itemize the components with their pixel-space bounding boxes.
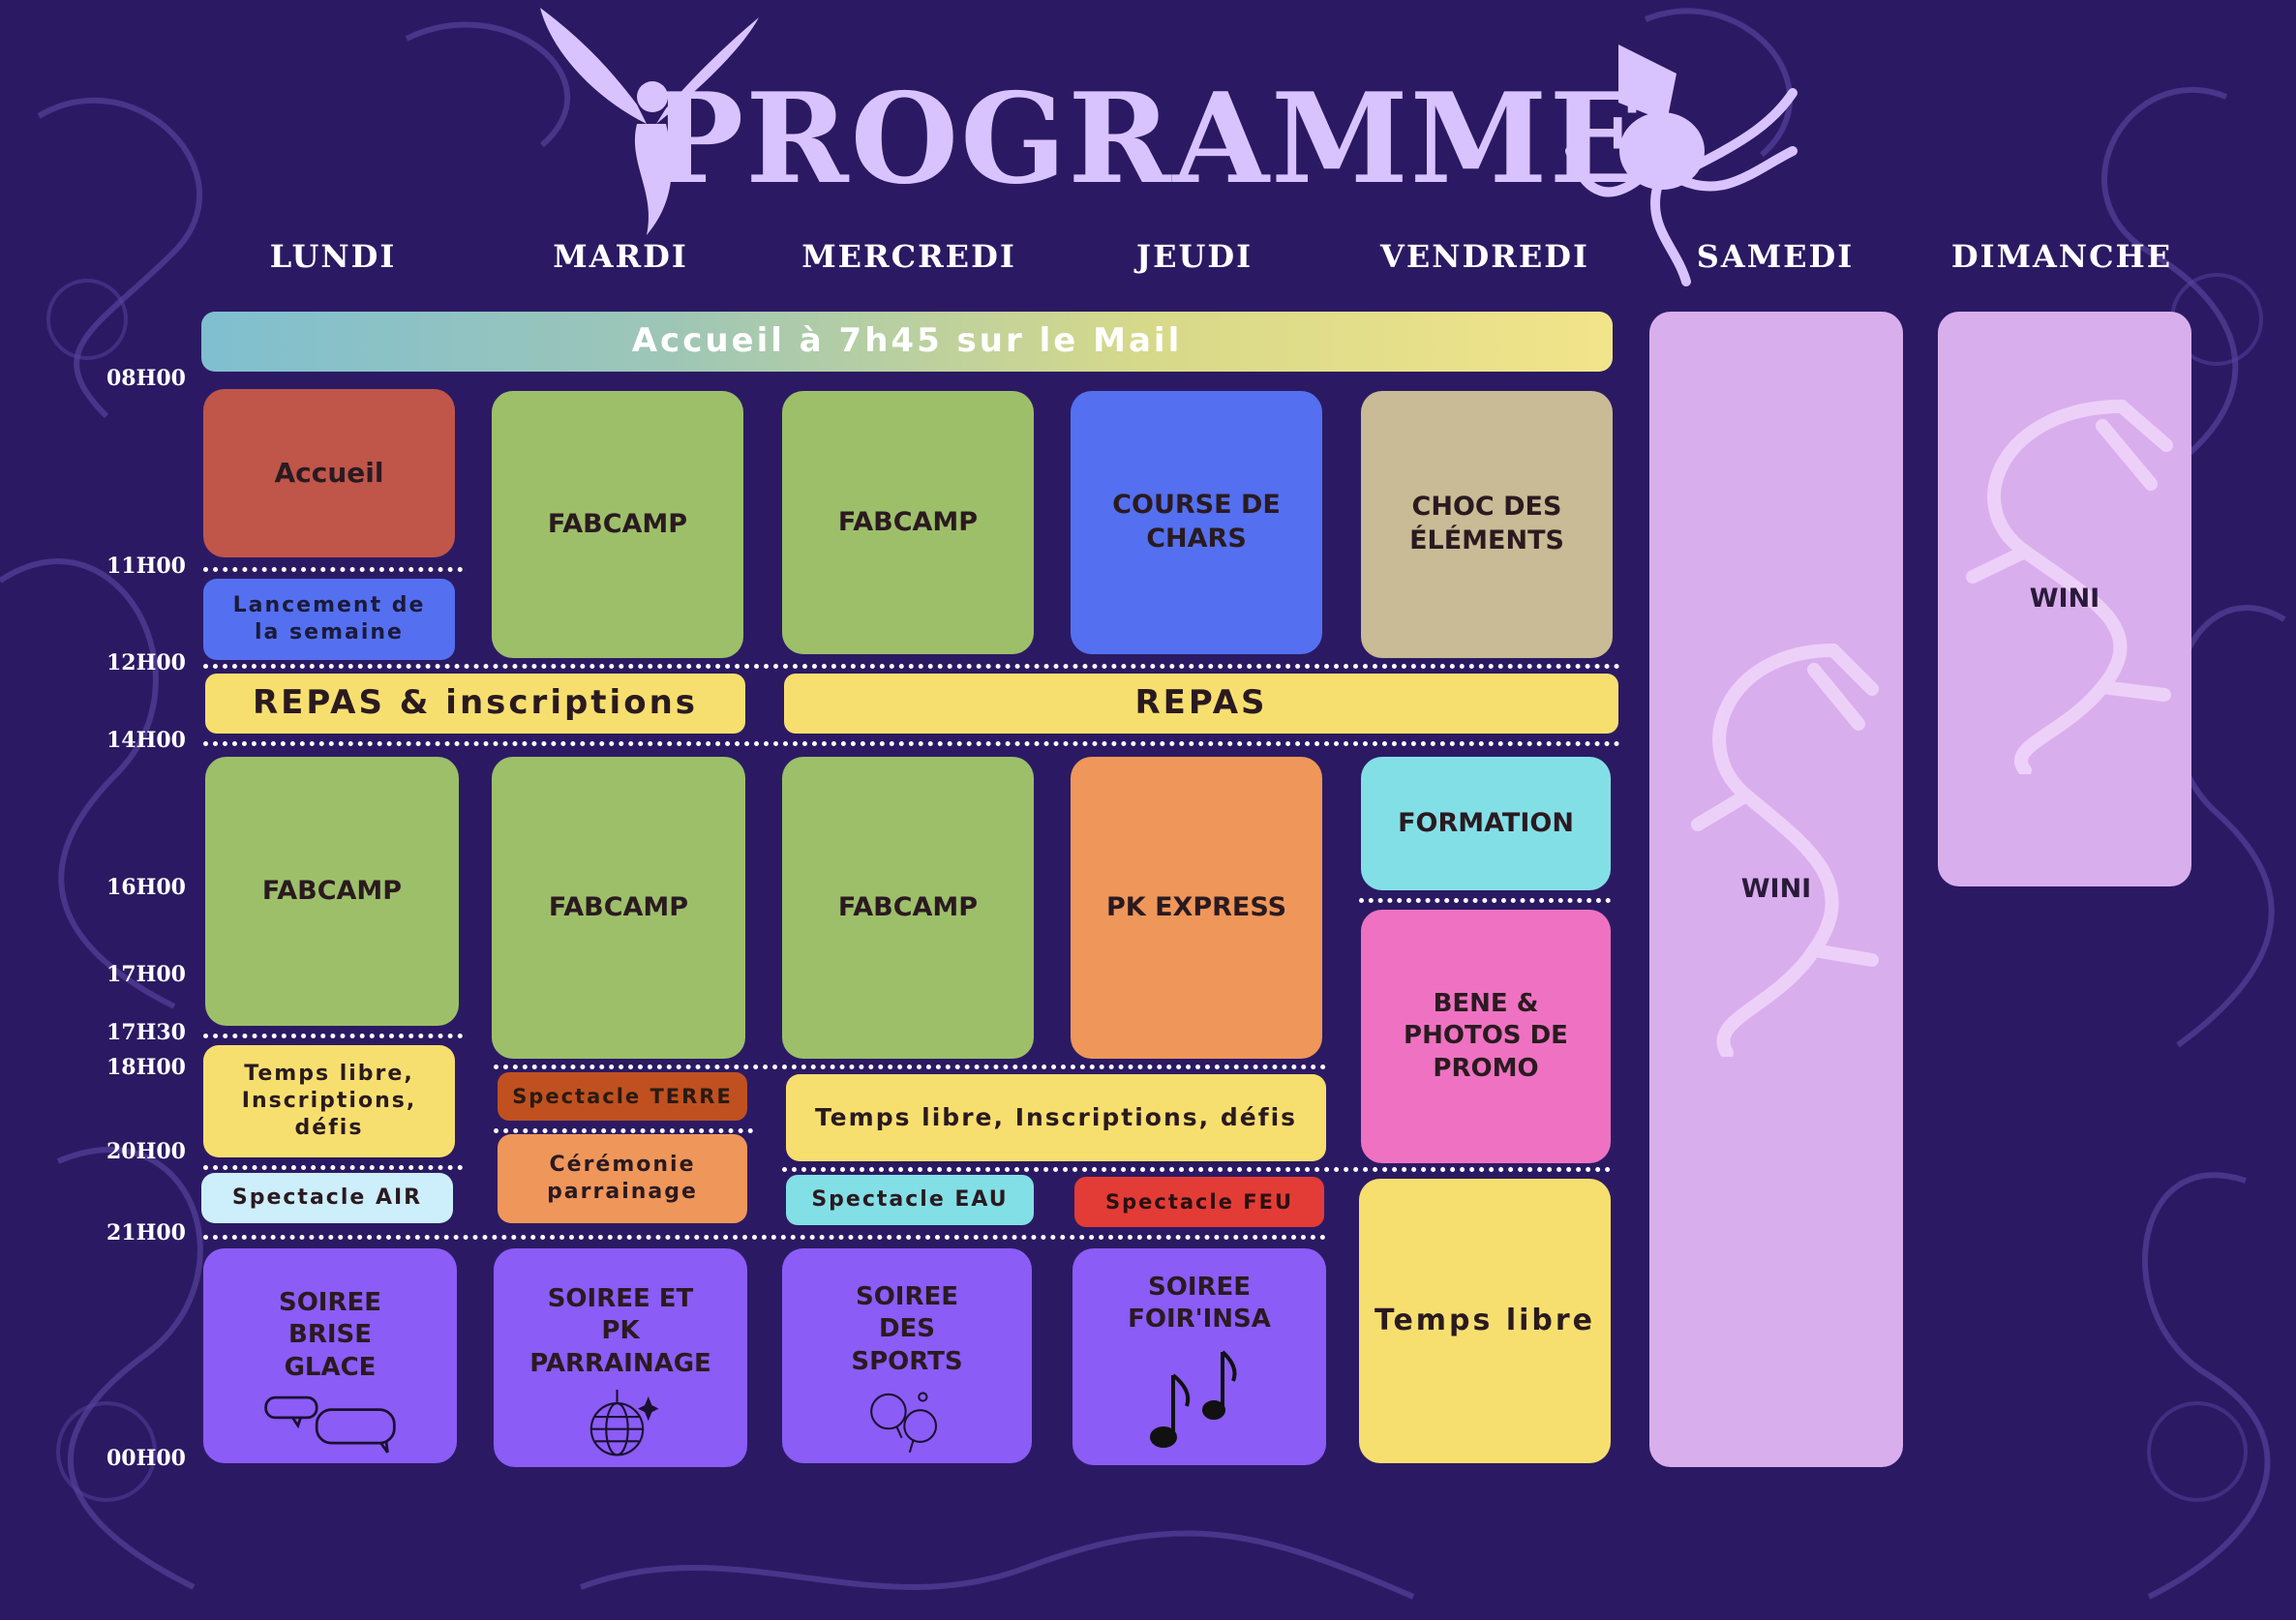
event-mardi-soiree: SOIREE ET PK PARRAINAGE — [494, 1248, 747, 1467]
event-label: SOIREE BRISE GLACE — [278, 1288, 382, 1382]
event-label: WINI — [1740, 873, 1812, 904]
event-vendredi-formation: FORMATION — [1361, 757, 1611, 890]
event-lundi-lancement: Lancement de la semaine — [203, 579, 455, 660]
event-mercredi-fabcamp: FABCAMP — [782, 391, 1034, 654]
day-samedi: SAMEDI — [1696, 238, 1855, 275]
event-dimanche-wini: WINI — [1938, 312, 2191, 886]
page-title: PROGRAMME — [650, 67, 1646, 212]
dragon-icon — [1966, 400, 2173, 774]
event-mardi-fabcamp-pm: FABCAMP — [492, 757, 745, 1059]
event-mardi-fabcamp: FABCAMP — [492, 391, 743, 658]
hour-label: 16H00 — [106, 875, 186, 900]
hour-label: 20H00 — [106, 1139, 186, 1164]
speech-bubbles-icon — [264, 1395, 396, 1454]
event-jeudi-soiree: SOIREE FOIR'INSA — [1072, 1248, 1326, 1465]
day-mardi: MARDI — [553, 238, 688, 275]
separator-formation — [1359, 898, 1611, 903]
separator-17h30 — [203, 1034, 463, 1038]
event-mercredi-soiree: SOIREE DES SPORTS — [782, 1248, 1032, 1463]
event-jeudi-pk-express: PK EXPRESS — [1071, 757, 1322, 1059]
event-jeudi-course: COURSE DE CHARS — [1071, 391, 1322, 654]
phoenix-icon — [540, 8, 759, 235]
event-lundi-temps-libre: Temps libre, Inscriptions, défis — [203, 1045, 455, 1157]
event-lundi-spectacle-air: Spectacle AIR — [201, 1173, 453, 1223]
hour-label: 11H00 — [106, 554, 186, 579]
event-mardi-ceremonie: Cérémonie parrainage — [498, 1134, 747, 1223]
day-mercredi: MERCREDI — [801, 238, 1016, 275]
hour-label: 18H00 — [106, 1055, 186, 1080]
event-mercredi-spectacle-eau: Spectacle EAU — [786, 1175, 1034, 1225]
event-repas: REPAS — [784, 674, 1618, 734]
event-mer-jeu-temps-libre: Temps libre, Inscriptions, défis — [786, 1074, 1326, 1161]
dragon-icon — [1691, 644, 1879, 1057]
event-lundi-soiree: SOIREE BRISE GLACE — [203, 1248, 457, 1463]
event-mardi-spectacle-terre: Spectacle TERRE — [498, 1072, 747, 1121]
day-vendredi: VENDREDI — [1380, 238, 1589, 275]
day-dimanche: DIMANCHE — [1950, 238, 2173, 275]
event-vendredi-choc: CHOC DES ÉLÉMENTS — [1361, 391, 1613, 658]
event-vendredi-temps-libre: Temps libre — [1359, 1179, 1611, 1463]
ping-pong-icon — [870, 1392, 938, 1453]
hour-label: 14H00 — [106, 728, 186, 753]
hour-label: 21H00 — [106, 1220, 186, 1245]
event-lundi-accueil: Accueil — [203, 389, 455, 557]
hour-label: 12H00 — [106, 650, 186, 675]
event-jeudi-spectacle-feu: Spectacle FEU — [1074, 1177, 1324, 1227]
separator-21h — [203, 1235, 1326, 1240]
disco-ball-icon — [589, 1389, 659, 1456]
day-lundi: LUNDI — [269, 238, 397, 275]
event-samedi-wini: WINI — [1649, 312, 1903, 1467]
hour-label: 00H00 — [106, 1446, 186, 1471]
event-vendredi-bene: BENE & PHOTOS DE PROMO — [1361, 910, 1611, 1163]
event-label: SOIREE ET PK PARRAINAGE — [529, 1284, 711, 1378]
separator-11h — [203, 567, 463, 572]
event-lundi-fabcamp: FABCAMP — [205, 757, 459, 1026]
separator-20h — [203, 1165, 463, 1170]
separator-18h — [494, 1065, 1326, 1069]
welcome-banner: Accueil à 7h45 sur le Mail — [201, 312, 1613, 372]
hour-label: 08H00 — [106, 366, 186, 391]
separator-12h — [203, 664, 1620, 669]
event-repas-inscriptions: REPAS & inscriptions — [205, 674, 745, 734]
separator-20h-mer-jeu — [782, 1167, 1611, 1172]
event-label: SOIREE FOIR'INSA — [1128, 1273, 1271, 1335]
event-mercredi-fabcamp-pm: FABCAMP — [782, 757, 1034, 1059]
hour-label: 17H30 — [106, 1020, 186, 1045]
event-label: WINI — [2029, 583, 2100, 614]
separator-20h-mardi — [494, 1128, 753, 1133]
squid-icon — [1565, 45, 1798, 286]
music-notes-icon — [1150, 1350, 1237, 1448]
day-jeudi: JEUDI — [1135, 238, 1254, 275]
hour-label: 17H00 — [106, 962, 186, 987]
separator-14h — [203, 741, 1620, 746]
event-label: SOIREE DES SPORTS — [851, 1282, 963, 1376]
